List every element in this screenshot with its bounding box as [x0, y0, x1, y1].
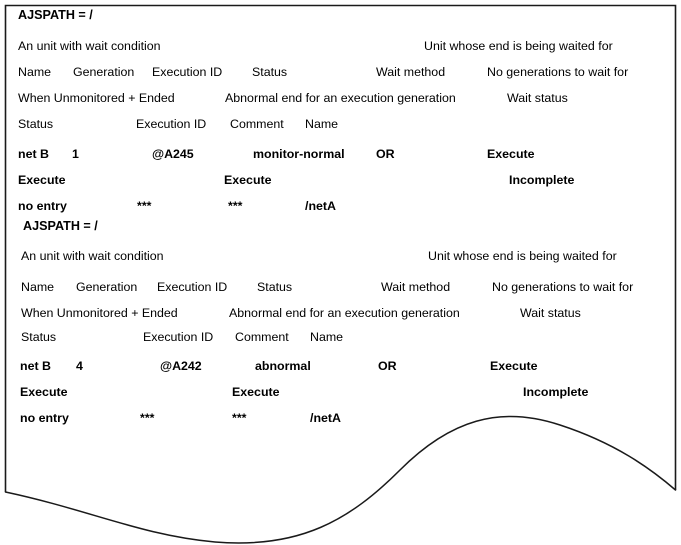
column-header-wait-status: Wait status [507, 91, 568, 105]
data-abnormal-end: Execute [232, 385, 280, 399]
column-header-execution-id: Execution ID [157, 280, 228, 294]
column-header-generation: Generation [76, 280, 138, 294]
column-header-status: Status [252, 65, 288, 79]
column-header-execution-id-2: Execution ID [136, 117, 207, 131]
data-wait-method: OR [376, 147, 395, 161]
data-name-2: /netA [305, 199, 336, 213]
column-header-name-2: Name [305, 117, 339, 131]
data-execution-id: @A245 [152, 147, 194, 161]
data-generation: 4 [76, 359, 83, 373]
section-label-left: An unit with wait condition [18, 39, 161, 53]
section-label-right: Unit whose end is being waited for [428, 249, 617, 263]
data-abnormal-end: Execute [224, 173, 272, 187]
data-generation: 1 [72, 147, 79, 161]
data-status: abnormal [255, 359, 311, 373]
data-comment: *** [232, 411, 247, 425]
column-header-wait-method: Wait method [376, 65, 446, 79]
data-execution-id-2: *** [137, 199, 152, 213]
column-header-status-2: Status [21, 330, 57, 344]
data-execution-id-2: *** [140, 411, 155, 425]
column-header-status: Status [257, 280, 293, 294]
column-header-name: Name [18, 65, 52, 79]
data-no-generations-to-wait-for: Execute [487, 147, 535, 161]
data-status: monitor-normal [253, 147, 345, 161]
section-label-left: An unit with wait condition [21, 249, 164, 263]
column-header-comment: Comment [235, 330, 289, 344]
ajspath-label: AJSPATH = / [18, 8, 93, 22]
data-when-unmonitored-ended: Execute [18, 173, 66, 187]
column-header-generation: Generation [73, 65, 135, 79]
column-header-when-unmonitored-ended: When Unmonitored + Ended [21, 306, 178, 320]
column-header-abnormal-end: Abnormal end for an execution generation [229, 306, 460, 320]
column-header-wait-method: Wait method [381, 280, 451, 294]
column-header-name: Name [21, 280, 55, 294]
ajspath-label: AJSPATH = / [23, 219, 98, 233]
column-header-no-generations-to-wait-for: No generations to wait for [487, 65, 629, 79]
data-status-2: no entry [18, 199, 67, 213]
data-name-2: /netA [310, 411, 341, 425]
data-wait-method: OR [378, 359, 397, 373]
column-header-status-2: Status [18, 117, 54, 131]
data-when-unmonitored-ended: Execute [20, 385, 68, 399]
data-execution-id: @A242 [160, 359, 202, 373]
column-header-name-2: Name [310, 330, 344, 344]
column-header-no-generations-to-wait-for: No generations to wait for [492, 280, 634, 294]
data-unit-name: net B [20, 359, 51, 373]
data-unit-name: net B [18, 147, 49, 161]
section-label-right: Unit whose end is being waited for [424, 39, 613, 53]
data-status-2: no entry [20, 411, 69, 425]
column-header-wait-status: Wait status [520, 306, 581, 320]
data-wait-status: Incomplete [523, 385, 589, 399]
column-header-execution-id-2: Execution ID [143, 330, 214, 344]
data-no-generations-to-wait-for: Execute [490, 359, 538, 373]
column-header-comment: Comment [230, 117, 284, 131]
data-comment: *** [228, 199, 243, 213]
column-header-abnormal-end: Abnormal end for an execution generation [225, 91, 456, 105]
column-header-when-unmonitored-ended: When Unmonitored + Ended [18, 91, 175, 105]
data-wait-status: Incomplete [509, 173, 575, 187]
column-header-execution-id: Execution ID [152, 65, 223, 79]
